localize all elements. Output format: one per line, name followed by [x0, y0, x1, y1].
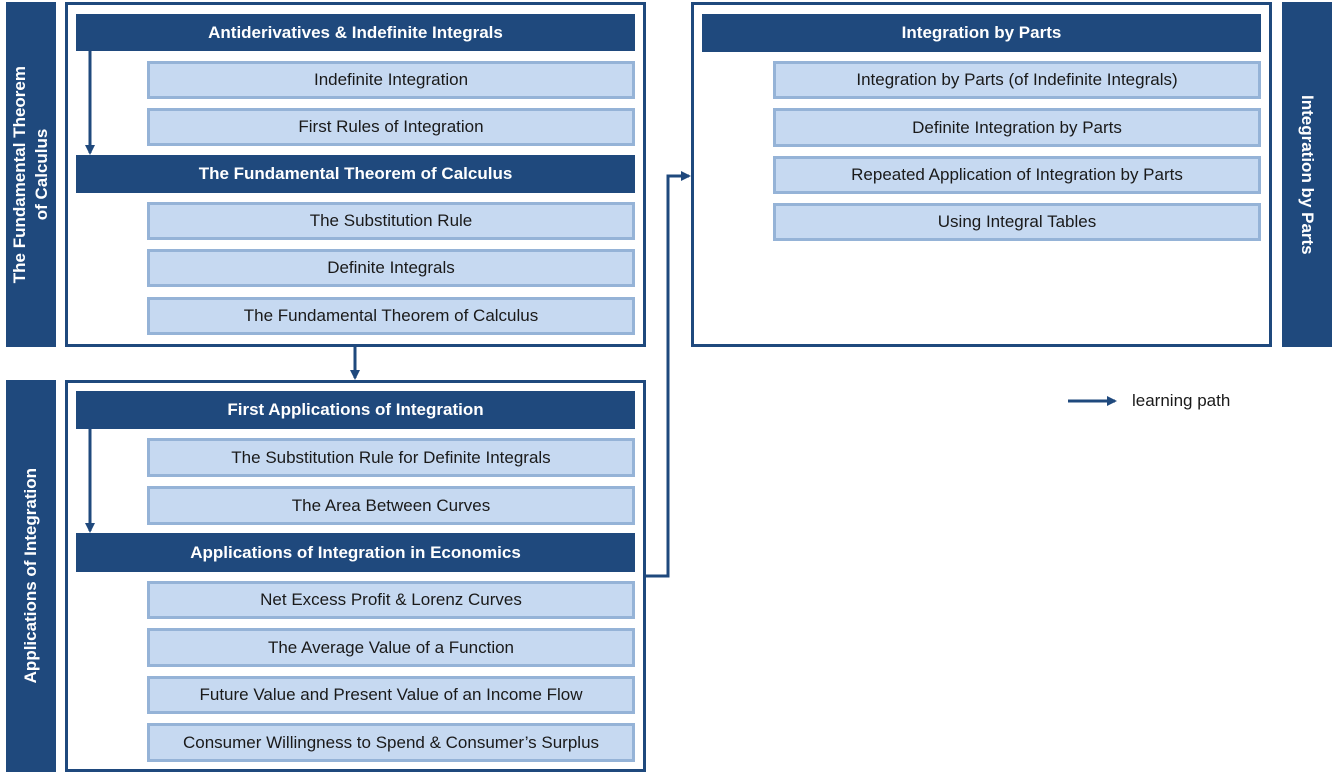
group-header[interactable]: Integration by Parts	[702, 14, 1261, 52]
topic-item[interactable]: The Fundamental Theorem of Calculus	[147, 297, 635, 335]
topic-item[interactable]: The Average Value of a Function	[147, 628, 635, 667]
topic-item-label: The Area Between Curves	[291, 495, 491, 515]
topic-item-label: Indefinite Integration	[313, 70, 469, 89]
group-header-label: Antiderivatives & Indefinite Integrals	[208, 22, 503, 42]
topic-item[interactable]: Consumer Willingness to Spend & Consumer…	[147, 723, 635, 762]
group-header-label: The Fundamental Theorem of Calculus	[198, 164, 513, 183]
side-label-integration-by-parts: Integration by Parts	[1282, 2, 1332, 347]
topic-item[interactable]: Future Value and Present Value of an Inc…	[147, 676, 635, 714]
topic-item-label: Definite Integrals	[327, 258, 455, 277]
group-header-label: Applications of Integration in Economics	[190, 542, 521, 562]
topic-item[interactable]: The Substitution Rule for Definite Integ…	[147, 438, 635, 477]
topic-item-label: Integration by Parts (of Indefinite Inte…	[856, 70, 1178, 89]
topic-item[interactable]: The Substitution Rule	[147, 202, 635, 240]
topic-item[interactable]: Definite Integration by Parts	[773, 108, 1261, 147]
group-header-label: First Applications of Integration	[227, 400, 484, 419]
topic-item[interactable]: The Area Between Curves	[147, 486, 635, 525]
topic-item-label: The Average Value of a Function	[267, 637, 515, 657]
group-header[interactable]: Applications of Integration in Economics	[76, 533, 635, 572]
topic-item-label: Net Excess Profit & Lorenz Curves	[260, 590, 522, 609]
topic-item[interactable]: Repeated Application of Integration by P…	[773, 156, 1261, 194]
topic-item-label: Repeated Application of Integration by P…	[851, 165, 1183, 184]
arrow-applications-to-ibp	[646, 171, 691, 578]
topic-item-label: First Rules of Integration	[298, 117, 484, 136]
topic-item-label: Consumer Willingness to Spend & Consumer…	[182, 732, 600, 752]
topic-item-label: The Substitution Rule	[309, 211, 473, 230]
topic-item-label: Future Value and Present Value of an Inc…	[199, 685, 583, 704]
legend-label: learning path	[1132, 391, 1231, 410]
topic-item-label: Definite Integration by Parts	[912, 117, 1122, 137]
topic-item-label: The Substitution Rule for Definite Integ…	[231, 447, 551, 467]
topic-item-label: The Fundamental Theorem of Calculus	[243, 306, 539, 325]
side-label-applications: Applications of Integration	[6, 380, 56, 772]
side-label-ibp-text: Integration by Parts	[1298, 94, 1317, 255]
topic-item[interactable]: Definite Integrals	[147, 249, 635, 287]
topic-item[interactable]: Net Excess Profit & Lorenz Curves	[147, 581, 635, 619]
topic-item-label: Using Integral Tables	[937, 212, 1097, 231]
topic-item[interactable]: Integration by Parts (of Indefinite Inte…	[773, 61, 1261, 99]
topic-item[interactable]: First Rules of Integration	[147, 108, 635, 146]
group-header[interactable]: The Fundamental Theorem of Calculus	[76, 155, 635, 193]
group-header-label: Integration by Parts	[901, 23, 1062, 42]
group-header[interactable]: First Applications of Integration	[76, 391, 635, 429]
side-label-fundamental-theorem: The Fundamental Theorem of Calculus	[6, 2, 56, 347]
topic-item[interactable]: Indefinite Integration	[147, 61, 635, 99]
group-header[interactable]: Antiderivatives & Indefinite Integrals	[76, 14, 635, 51]
topic-item[interactable]: Using Integral Tables	[773, 203, 1261, 241]
